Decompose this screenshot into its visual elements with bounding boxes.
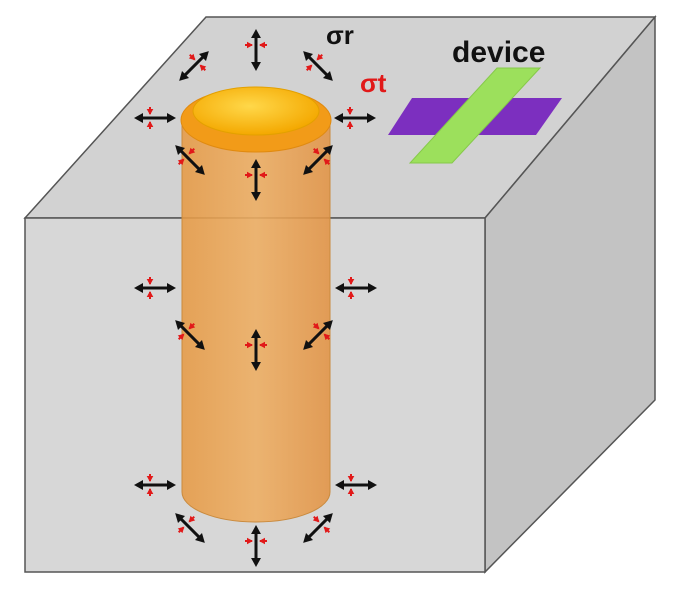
stress-arrow-icon xyxy=(245,525,267,567)
stress-arrow-icon xyxy=(335,277,377,299)
stress-arrow-icon xyxy=(245,329,267,371)
via-cap xyxy=(192,86,320,136)
sigma-t-label: σt xyxy=(360,68,387,98)
device-label: device xyxy=(452,36,545,69)
through-silicon-via xyxy=(180,86,332,523)
stress-arrow-icon xyxy=(303,513,333,543)
stress-arrow-icon xyxy=(175,320,205,350)
device-transistor xyxy=(388,67,562,164)
stress-arrows xyxy=(134,29,377,567)
stress-arrow-icon xyxy=(134,474,176,496)
stress-arrow-icon xyxy=(335,474,377,496)
stress-arrow-icon xyxy=(303,51,333,81)
silicon-cube xyxy=(23,14,657,574)
stress-arrow-icon xyxy=(134,277,176,299)
sigma-r-label: σr xyxy=(326,20,354,50)
stress-arrow-icon xyxy=(175,145,205,175)
stress-arrow-icon xyxy=(334,107,376,129)
stress-arrow-icon xyxy=(134,107,176,129)
stress-arrow-icon xyxy=(303,145,333,175)
stress-arrow-icon xyxy=(245,29,267,71)
device-gate xyxy=(408,67,542,164)
stress-arrow-icon xyxy=(245,159,267,201)
stress-arrow-icon xyxy=(303,320,333,350)
stress-arrow-icon xyxy=(179,51,209,81)
stress-arrow-icon xyxy=(175,513,205,543)
via-body xyxy=(181,121,331,523)
